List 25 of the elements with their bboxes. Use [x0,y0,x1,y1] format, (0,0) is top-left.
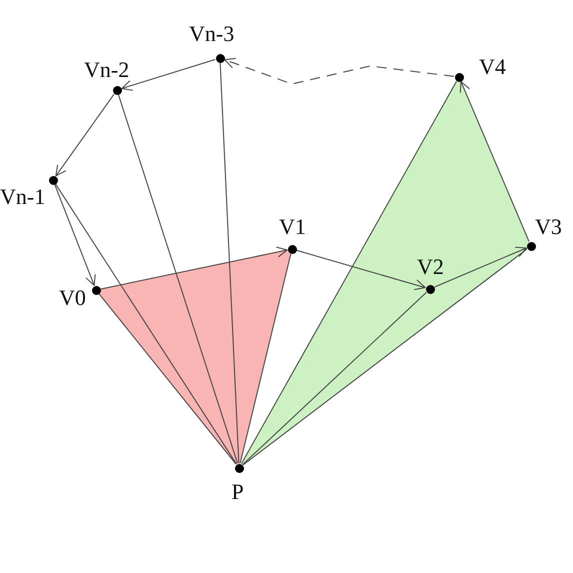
vertex-label: V1 [279,215,306,239]
connector-line [118,94,238,464]
connector-line [242,248,528,466]
arrow [55,94,115,176]
vertex-label: V2 [417,255,444,279]
arrow [54,184,96,286]
arrow [434,246,527,288]
vertex-label: Vn-1 [0,185,46,209]
vertex-label: P [232,480,244,504]
connector-line [240,253,292,464]
connector-line [98,293,236,465]
arrow [460,81,530,242]
connector-line [242,292,427,466]
dashed-arrow [224,58,454,85]
vertex-label: V3 [535,215,562,239]
connector-line [220,62,240,464]
vertex-label: V0 [59,286,86,310]
arrow [296,250,426,290]
arrow [100,246,288,290]
vertex-label: Vn-2 [84,58,130,82]
connector-line [55,184,237,464]
arrow [121,59,216,91]
vertex-label: V4 [479,55,506,79]
vertex-label: Vn-3 [189,22,234,46]
connector-line [241,80,457,464]
